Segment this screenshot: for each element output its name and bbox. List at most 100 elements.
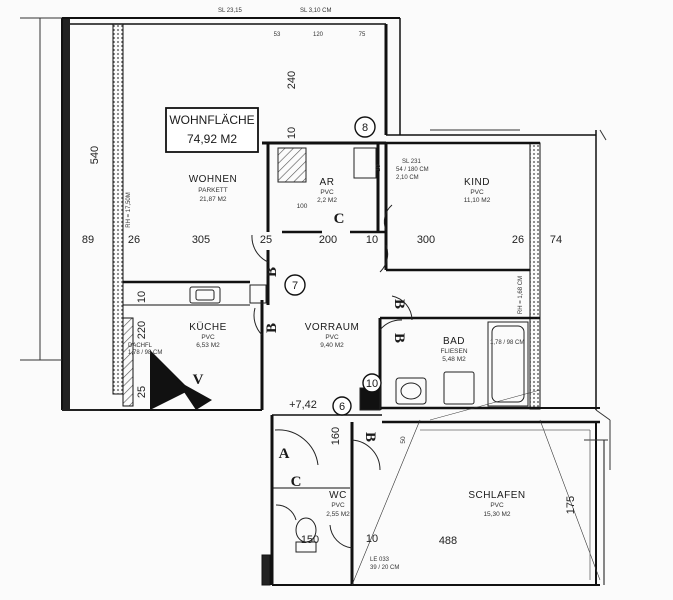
kitchen-sink: [189, 286, 221, 304]
dim-10a: 10: [366, 234, 378, 246]
walls: [61, 17, 605, 586]
room-labels: WOHNEN PARKETT 21,87 M2 AR PVC 2,2 M2 KI…: [189, 174, 525, 518]
dim-26a: 26: [128, 234, 140, 246]
dachfl: DACHFL: [128, 343, 153, 349]
dim-540: 540: [89, 146, 101, 164]
le2: 39 / 20 CM: [370, 565, 399, 571]
dim-175: 175: [565, 496, 577, 514]
room-wohnen-area: 21,87 M2: [199, 196, 226, 203]
dim-160: 160: [330, 427, 342, 445]
rh-left: RH = 17,50M: [126, 192, 132, 228]
marker-6: [332, 396, 352, 416]
marker-6-label: 6: [339, 401, 345, 413]
room-wc-name: WC: [329, 490, 347, 501]
area-box-title: WOHNFLÄCHE: [169, 113, 254, 127]
letter-symbols: B B B B B C C A V: [193, 211, 407, 490]
living-area-box: WOHNFLÄCHE 74,92 M2: [165, 107, 259, 153]
room-vorraum-area: 9,40 M2: [320, 342, 344, 349]
room-kueche-name: KÜCHE: [189, 321, 227, 333]
area-box-value: 74,92 M2: [187, 132, 237, 146]
room-kueche-area: 6,53 M2: [196, 342, 220, 349]
bathtub: [487, 321, 529, 407]
marker-10-label: 10: [366, 378, 378, 390]
dim-89: 89: [82, 234, 94, 246]
room-wc-area: 2,55 M2: [326, 511, 350, 518]
room-schlafen-area: 15,30 M2: [483, 511, 510, 518]
circle-marker-labels: 8 7 6 10: [292, 122, 378, 413]
marker-7: [284, 274, 306, 296]
symbol-b-2: B: [264, 323, 280, 333]
dim-305: 305: [192, 234, 210, 246]
symbol-b-5: B: [362, 432, 378, 442]
room-ar-name: AR: [320, 177, 335, 188]
room-kind-area: 11,10 M2: [464, 197, 491, 204]
marker-8: [354, 116, 376, 138]
dim-10e: 10: [375, 164, 382, 172]
symbol-c-2: C: [291, 474, 302, 490]
room-kueche-floor: PVC: [201, 334, 215, 341]
dim-150: 150: [301, 534, 319, 546]
dim-488: 488: [439, 535, 457, 547]
doors: [251, 204, 413, 549]
room-schlafen-floor: PVC: [490, 502, 504, 509]
rh-right: RH = 1,68 CM: [518, 276, 524, 314]
dim-100: 100: [297, 203, 308, 210]
dimension-labels: 240 540 89 26 305 25 200 10 300 26 74 22…: [82, 32, 577, 547]
dim-200: 200: [319, 234, 337, 246]
room-kind-name: KIND: [464, 177, 490, 188]
dachfl2: 1,78 / 98 CM: [128, 350, 162, 356]
dim-53: 53: [274, 32, 281, 38]
marker-8-label: 8: [362, 122, 368, 134]
symbol-b-3: B: [391, 299, 407, 309]
dim-25: 25: [260, 234, 272, 246]
sl-kind: SL 231: [402, 159, 421, 165]
sl-kind2: 54 / 180 CM: [396, 167, 429, 173]
symbol-c-1: C: [334, 211, 345, 227]
dim-26b: 26: [512, 234, 524, 246]
symbol-a: A: [279, 446, 290, 462]
top-dim2: SL 3,10 CM: [300, 8, 331, 14]
dim-300: 300: [417, 234, 435, 246]
room-bad-name: BAD: [443, 336, 465, 347]
bad-sink: [395, 377, 427, 405]
room-bad-area: 5,48 M2: [442, 356, 466, 363]
dim-50: 50: [400, 436, 407, 444]
room-ar-floor: PVC: [320, 189, 334, 196]
symbol-b-4: B: [391, 333, 407, 343]
dim-74: 74: [550, 234, 562, 246]
room-bad-floor: FLIESEN: [440, 348, 467, 355]
marker-7-label: 7: [292, 280, 298, 292]
symbol-b-1: B: [264, 267, 280, 277]
dim-10b: 10: [136, 291, 148, 303]
dim-220: 220: [136, 321, 148, 339]
room-vorraum-name: VORRAUM: [305, 322, 360, 333]
outer-wall-left: [62, 18, 70, 410]
symbol-v: V: [193, 372, 204, 388]
elevation: +7,42: [289, 399, 317, 411]
fixtures: [122, 147, 529, 553]
dachfl-bad: 1,78 / 98 CM: [490, 340, 524, 346]
room-wc-floor: PVC: [331, 502, 345, 509]
marker-10: [362, 373, 382, 393]
dim-75: 75: [359, 32, 366, 38]
room-schlafen-name: SCHLAFEN: [468, 490, 525, 501]
circle-markers: [284, 116, 382, 416]
door-wohnen: [251, 234, 269, 263]
sl-kind3: 2,10 CM: [396, 175, 419, 181]
room-vorraum-floor: PVC: [325, 334, 339, 341]
exterior-lines: [20, 17, 611, 586]
dim-10d: 10: [286, 127, 298, 139]
annotations: RH = 17,50M RH = 1,68 CM SL 231 54 / 180…: [126, 8, 524, 571]
room-kind-floor: PVC: [470, 189, 484, 196]
dim-25b: 25: [136, 386, 148, 398]
stair-arrow-icon: [150, 350, 190, 410]
bed-outline: [420, 429, 591, 580]
le: LE 033: [370, 557, 390, 563]
dim-240: 240: [286, 71, 298, 89]
room-wohnen-floor: PARKETT: [198, 187, 228, 194]
top-dim: SL 23,15: [218, 8, 242, 14]
dim-120: 120: [313, 32, 324, 38]
dim-10c: 10: [366, 533, 378, 545]
